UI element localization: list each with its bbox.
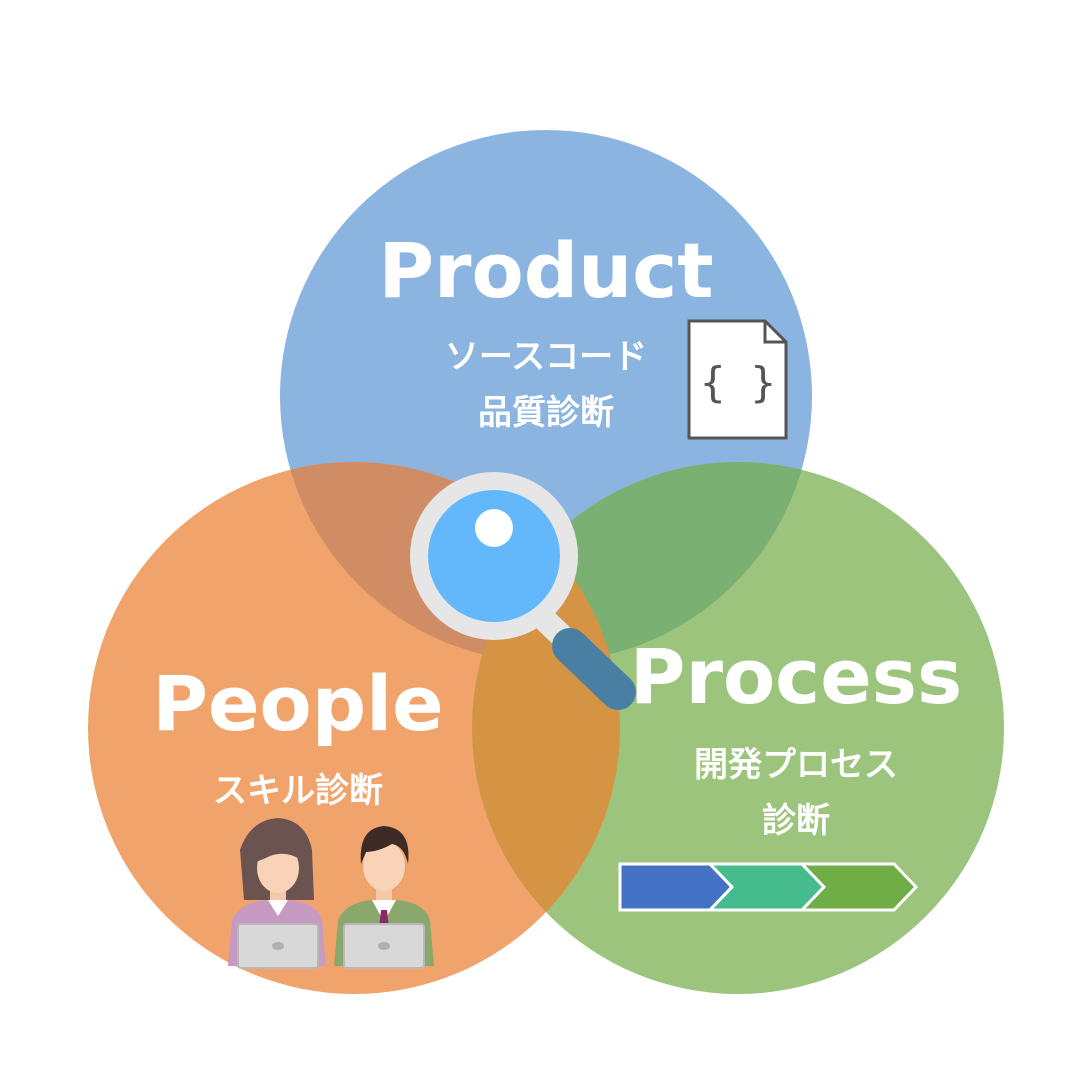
product-subtitle-line2: 品質診断 bbox=[478, 393, 614, 433]
code-braces: { } bbox=[700, 358, 776, 407]
overlap-product-process bbox=[472, 462, 812, 662]
woman-laptop-icon bbox=[228, 818, 326, 969]
product-subtitle-line1: ソースコード bbox=[445, 337, 647, 377]
magnifier-icon bbox=[410, 472, 636, 710]
people-subtitle: スキル診断 bbox=[213, 771, 383, 811]
process-subtitle-line1: 開発プロセス bbox=[694, 745, 898, 785]
process-subtitle-line2: 診断 bbox=[762, 801, 830, 841]
process-arrows-icon bbox=[618, 862, 919, 912]
code-document-icon: { } bbox=[687, 319, 788, 440]
process-title: Process bbox=[630, 632, 962, 721]
man-laptop-icon bbox=[334, 826, 434, 969]
product-title: Product bbox=[378, 226, 713, 315]
process-step-3 bbox=[798, 862, 919, 912]
people-title: People bbox=[152, 659, 443, 748]
